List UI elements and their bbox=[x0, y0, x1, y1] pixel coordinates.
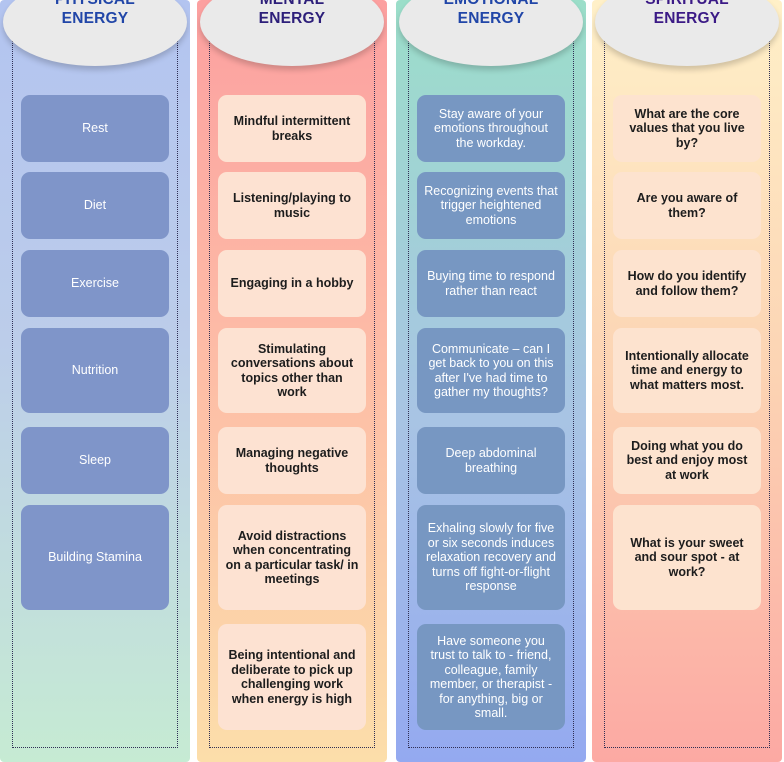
card-avoid-distractions: Avoid distractions when concentrating on… bbox=[218, 505, 366, 610]
card-sweet-sour-spot: What is your sweet and sour spot - at wo… bbox=[613, 505, 761, 610]
card-recognizing-events: Recognizing events that trigger heighten… bbox=[417, 172, 565, 239]
card-conversations: Stimulating conversations about topics o… bbox=[218, 328, 366, 413]
emotional-energy-column: EMOTIONAL ENERGY Stay aware of your emot… bbox=[396, 0, 586, 762]
mental-energy-column: MENTAL ENERGY Mindful intermittent break… bbox=[197, 0, 387, 762]
card-identify-follow: How do you identify and follow them? bbox=[613, 250, 761, 317]
column-title: SPIRITUAL ENERGY bbox=[645, 0, 728, 27]
card-breathing: Deep abdominal breathing bbox=[417, 427, 565, 494]
card-hobby: Engaging in a hobby bbox=[218, 250, 366, 317]
card-buying-time: Buying time to respond rather than react bbox=[417, 250, 565, 317]
card-rest: Rest bbox=[21, 95, 169, 162]
card-exercise: Exercise bbox=[21, 250, 169, 317]
card-diet: Diet bbox=[21, 172, 169, 239]
card-building-stamina: Building Stamina bbox=[21, 505, 169, 610]
card-allocate-time: Intentionally allocate time and energy t… bbox=[613, 328, 761, 413]
card-negative-thoughts: Managing negative thoughts bbox=[218, 427, 366, 494]
column-header-cap: SPIRITUAL ENERGY bbox=[595, 0, 779, 66]
physical-energy-column: PHYSICAL ENERGY Rest Diet Exercise Nutri… bbox=[0, 0, 190, 762]
card-stay-aware: Stay aware of your emotions throughout t… bbox=[417, 95, 565, 162]
card-nutrition: Nutrition bbox=[21, 328, 169, 413]
card-intentional-work: Being intentional and deliberate to pick… bbox=[218, 624, 366, 730]
card-exhaling: Exhaling slowly for five or six seconds … bbox=[417, 505, 565, 610]
column-header-cap: PHYSICAL ENERGY bbox=[3, 0, 187, 66]
card-mindful-breaks: Mindful intermittent breaks bbox=[218, 95, 366, 162]
card-sleep: Sleep bbox=[21, 427, 169, 494]
column-title: EMOTIONAL ENERGY bbox=[444, 0, 539, 27]
card-communicate: Communicate – can I get back to you on t… bbox=[417, 328, 565, 413]
column-title: MENTAL ENERGY bbox=[258, 0, 326, 27]
column-header-cap: MENTAL ENERGY bbox=[200, 0, 384, 66]
card-music: Listening/playing to music bbox=[218, 172, 366, 239]
spiritual-energy-column: SPIRITUAL ENERGY What are the core value… bbox=[592, 0, 782, 762]
card-doing-best: Doing what you do best and enjoy most at… bbox=[613, 427, 761, 494]
card-someone-to-talk: Have someone you trust to talk to - frie… bbox=[417, 624, 565, 730]
card-aware-of-them: Are you aware of them? bbox=[613, 172, 761, 239]
column-title: PHYSICAL ENERGY bbox=[55, 0, 135, 27]
column-header-cap: EMOTIONAL ENERGY bbox=[399, 0, 583, 66]
card-core-values: What are the core values that you live b… bbox=[613, 95, 761, 162]
